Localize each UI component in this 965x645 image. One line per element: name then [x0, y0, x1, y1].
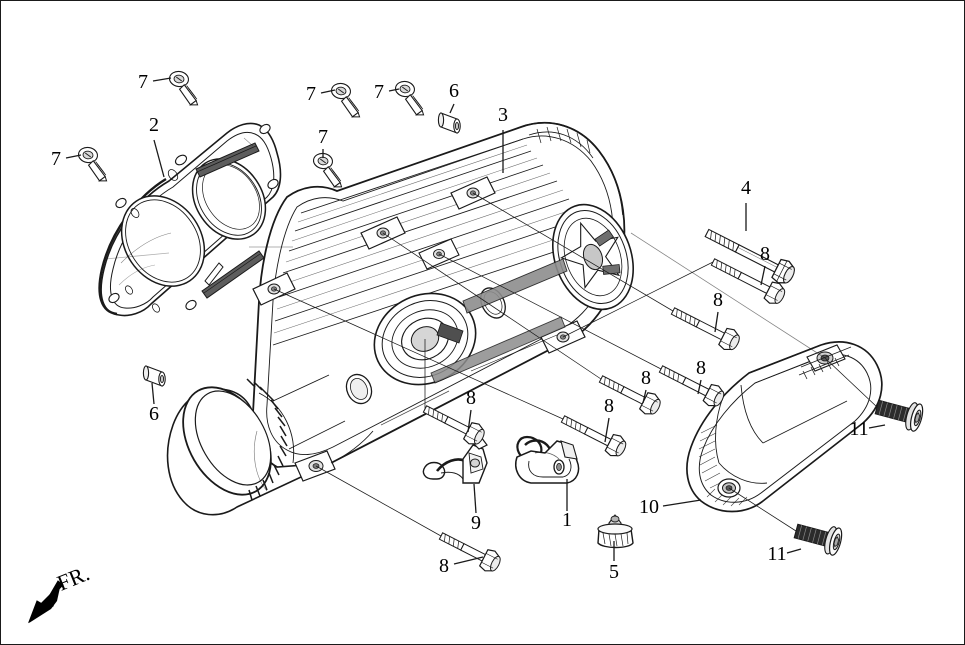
leader-8b [714, 311, 719, 333]
callout-6a-label: 6 [449, 80, 459, 102]
callout-6b-label: 6 [149, 403, 159, 425]
leader-7a [152, 77, 172, 82]
callout-8a-label: 8 [760, 243, 770, 265]
air-intake-duct [166, 373, 373, 516]
callout-7b-label: 7 [306, 83, 316, 105]
bolt-8-right-lower[interactable] [656, 359, 727, 410]
part-8-bolts-group [422, 252, 788, 572]
part-3-crankcase-cover[interactable] [165, 121, 647, 516]
collar-6-lower[interactable] [142, 365, 166, 387]
screw-7-top-right[interactable] [391, 79, 429, 117]
callout-8b-label: 8 [713, 289, 723, 311]
callout-8d-label: 8 [641, 367, 651, 389]
leader-9 [473, 483, 477, 514]
leader-7b [320, 89, 336, 94]
front-direction-label: FR. [54, 560, 93, 595]
callout-1-label: 1 [562, 509, 572, 531]
screw-7-left[interactable] [74, 145, 112, 183]
collar-6-upper[interactable] [437, 112, 461, 134]
callout-11b-label: 11 [767, 543, 786, 565]
callout-10-label: 10 [639, 496, 659, 518]
callout-3-label: 3 [498, 104, 508, 126]
assembly-leader-lines [104, 192, 878, 537]
leader-8c [697, 379, 702, 395]
bolt-11-upper[interactable] [872, 392, 926, 434]
callout-5-label: 5 [609, 561, 619, 583]
bolt-8-center-right[interactable] [596, 369, 664, 418]
callout-labels-group: 1 2 3 4 5 6 6 7 7 7 7 7 8 8 8 8 8 8 8 9 … [51, 71, 869, 583]
leader-6b [151, 382, 155, 405]
callout-9-label: 9 [471, 512, 481, 534]
leader-7d [65, 154, 82, 159]
bolt-8-right-mid[interactable] [668, 301, 743, 354]
leader-7c [388, 88, 400, 92]
part-4-long-flange-bolt[interactable] [702, 222, 798, 287]
callout-8g-label: 8 [439, 555, 449, 577]
front-direction-arrow: FR. [27, 560, 93, 624]
leader-11b [786, 548, 802, 554]
bolt-11-lower[interactable] [791, 516, 845, 558]
leader-8e [604, 417, 610, 443]
callout-7a-label: 7 [138, 71, 148, 93]
leader-8a [760, 265, 766, 286]
bolt-8-right-upper[interactable] [708, 252, 788, 307]
callouts-group [65, 77, 886, 565]
leader-8f [467, 409, 472, 433]
callout-11a-label: 11 [849, 418, 868, 440]
leader-2 [153, 139, 165, 178]
callout-2-label: 2 [149, 114, 159, 136]
callout-7c-label: 7 [374, 81, 384, 103]
callout-7e-label: 7 [318, 126, 328, 148]
part-2-cooling-fan-cover[interactable] [98, 122, 282, 317]
leader-10 [662, 499, 702, 507]
leader-11a [868, 424, 886, 429]
callout-8e-label: 8 [604, 395, 614, 417]
leader-8d [642, 389, 647, 404]
leader-6a [449, 103, 455, 114]
part-1-cable-guide-clamp[interactable] [515, 435, 580, 484]
callout-7d-label: 7 [51, 148, 61, 170]
screw-7-top-mid[interactable] [327, 81, 365, 119]
part-5-grommet-nut[interactable] [597, 514, 634, 549]
callout-4-label: 4 [741, 177, 751, 199]
screw-7-top-left[interactable] [165, 69, 203, 107]
screw-7-mid[interactable] [309, 151, 347, 189]
leader-8g [453, 556, 484, 565]
callout-8c-label: 8 [696, 357, 706, 379]
callout-8f-label: 8 [466, 387, 476, 409]
